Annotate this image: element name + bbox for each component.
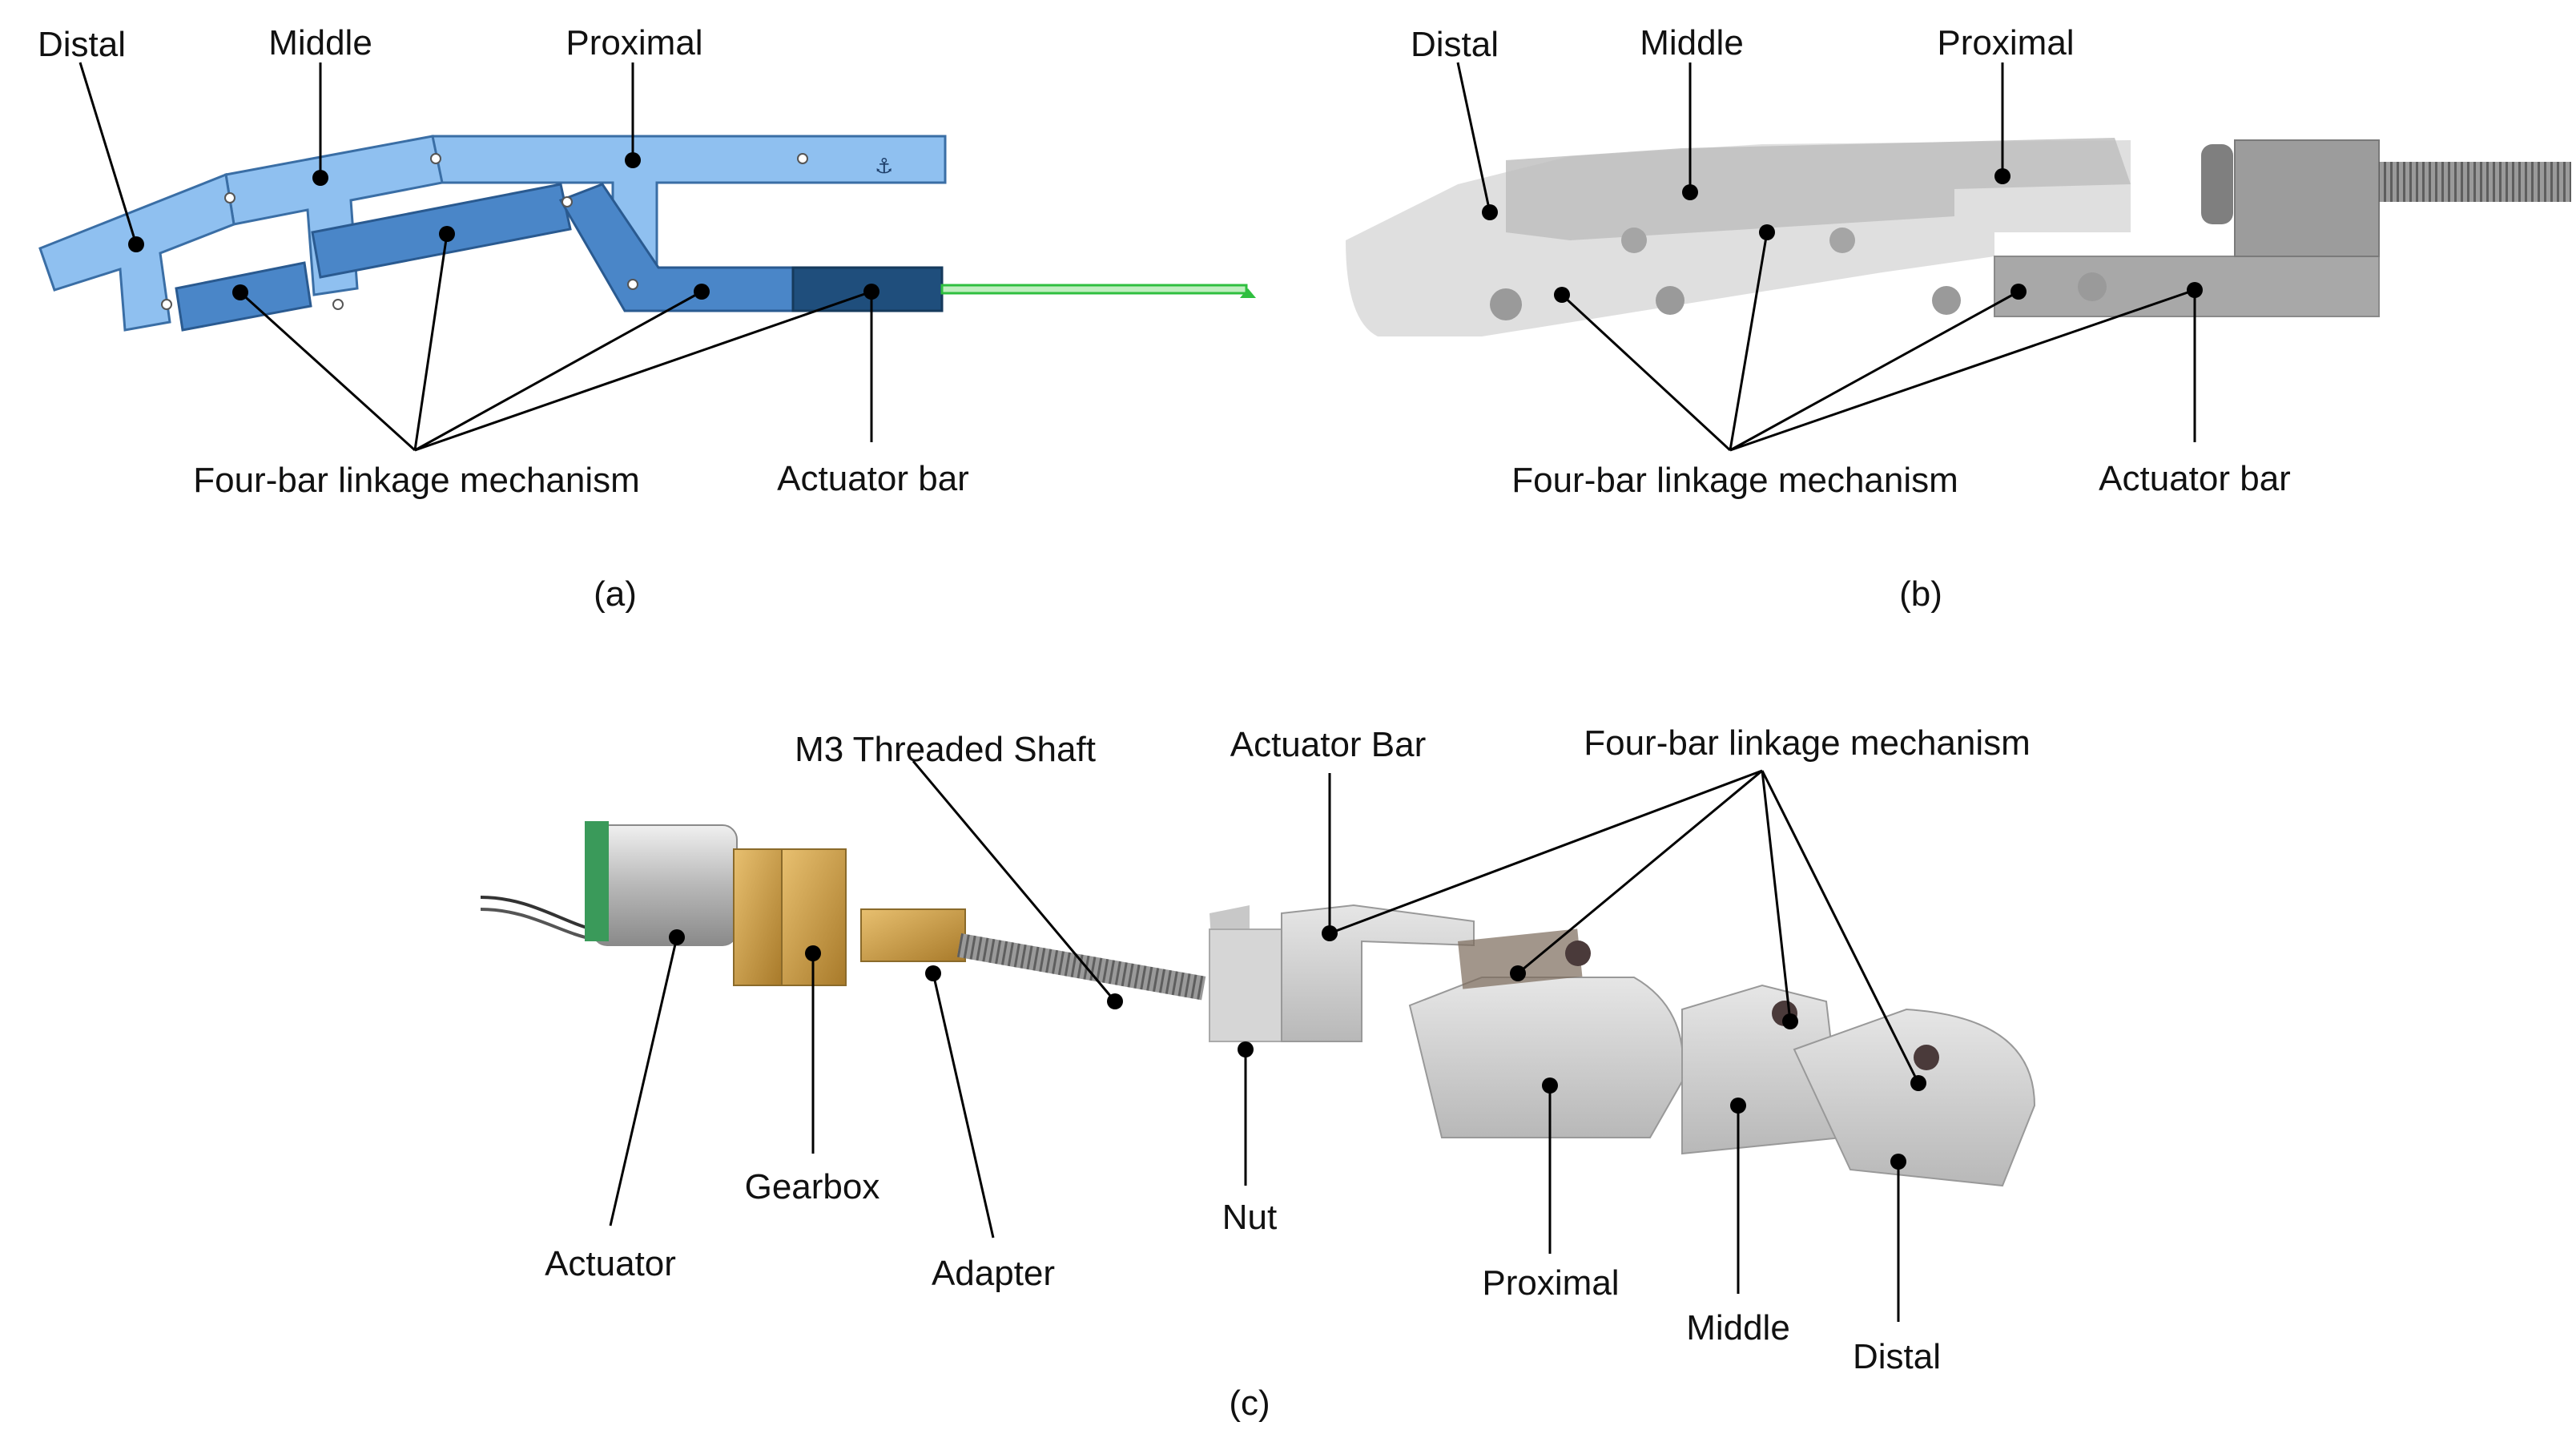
coupler-bar-3: [558, 183, 795, 312]
label-distal-c: Distal: [1853, 1337, 1941, 1376]
label-gearbox: Gearbox: [745, 1167, 880, 1206]
distal-link-c: [1793, 1008, 2036, 1187]
panel-b-leaders: [1456, 62, 2203, 452]
fourbar-link-c: [1458, 928, 1583, 989]
joint-dot: [627, 279, 638, 290]
joint-dot: [797, 153, 808, 164]
label-m3-shaft: M3 Threaded Shaft: [795, 730, 1096, 769]
proximal-body-b: [1506, 138, 2131, 240]
panel-a-linkage-drawing: ⚓: [38, 135, 1256, 332]
label-proximal-c: Proximal: [1482, 1263, 1619, 1303]
label-actuator: Actuator: [545, 1244, 676, 1283]
pin: [1490, 288, 1522, 320]
label-actuator-bar-c: Actuator Bar: [1230, 725, 1427, 764]
label-distal-a: Distal: [38, 25, 126, 64]
adapter: [860, 908, 966, 962]
label-adapter: Adapter: [932, 1254, 1055, 1293]
caption-b: (b): [1899, 574, 1942, 614]
caption-a: (a): [594, 574, 637, 614]
shaft-end-b: [2201, 144, 2233, 224]
pin: [1656, 286, 1684, 315]
label-distal-b: Distal: [1411, 25, 1499, 64]
actuator-bar-c-end: [1209, 928, 1282, 1042]
pin: [1914, 1045, 1939, 1070]
actuator-bar-b: [1994, 256, 2380, 317]
label-proximal-a: Proximal: [566, 23, 702, 62]
pin: [1829, 228, 1855, 253]
pin: [2078, 272, 2107, 301]
motor-wires: [480, 896, 594, 931]
ground-symbol: [1240, 288, 1256, 298]
proximal-link-c: [1408, 977, 1684, 1138]
motor-pcb: [585, 821, 609, 941]
panel-a: ⚓ Distal Middle Proximal Four-bar linkag…: [38, 23, 1256, 614]
nut-block-b: [2234, 139, 2380, 257]
m3-threaded-shaft: [956, 932, 1206, 1001]
threaded-shaft-b: [2379, 162, 2571, 202]
panel-b: Distal Middle Proximal Four-bar linkage …: [1346, 23, 2571, 614]
motor-wires: [480, 908, 594, 941]
joint-dot: [430, 153, 441, 164]
label-proximal-b: Proximal: [1937, 23, 2074, 62]
pin: [1932, 286, 1961, 315]
label-middle-c: Middle: [1686, 1308, 1790, 1347]
pin: [1621, 228, 1647, 253]
actuator-motor: [592, 824, 738, 946]
label-fourbar-c: Four-bar linkage mechanism: [1584, 723, 2031, 763]
panel-a-leaders: [78, 62, 879, 452]
actuator-rod-a: [940, 284, 1248, 295]
label-middle-b: Middle: [1640, 23, 1744, 62]
caption-c: (c): [1229, 1384, 1270, 1423]
joint-dot: [561, 196, 573, 207]
label-actuator-bar-a: Actuator bar: [777, 459, 969, 498]
anchor-icon: ⚓: [875, 155, 893, 179]
joint-dot: [161, 299, 172, 310]
distal-link-a: [38, 172, 235, 332]
panel-c: M3 Threaded Shaft Actuator Bar Four-bar …: [480, 723, 2036, 1423]
middle-link-a: [224, 135, 444, 296]
label-fourbar-b: Four-bar linkage mechanism: [1511, 461, 1958, 500]
gearbox: [733, 848, 783, 986]
label-actuator-bar-b: Actuator bar: [2099, 459, 2291, 498]
joint-dot: [332, 299, 344, 310]
joint-dot: [224, 192, 235, 203]
label-nut: Nut: [1222, 1198, 1277, 1237]
panel-c-photo: [480, 821, 2036, 1187]
panel-c-leaders: [609, 760, 1926, 1322]
label-middle-a: Middle: [268, 23, 372, 62]
label-fourbar-a: Four-bar linkage mechanism: [193, 461, 640, 500]
panel-b-cad-render: [1346, 138, 2571, 336]
pin: [1565, 941, 1591, 966]
